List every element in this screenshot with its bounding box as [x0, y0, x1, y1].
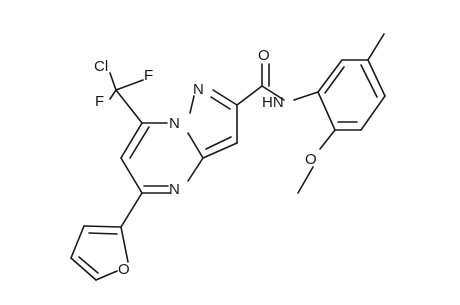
carboxamide-group — [236, 63, 319, 106]
bond-n-bridge-n2 — [189, 95, 195, 114]
bond-c-cl — [109, 72, 117, 91]
carbonyl-oxygen-label: O — [258, 47, 270, 64]
bond-c-c7 — [115, 89, 143, 124]
bond-carbonyl-nh — [261, 85, 285, 101]
furan-ring — [70, 192, 143, 281]
bond-c7-c6 — [120, 122, 143, 159]
bond-nh-aryl — [293, 91, 319, 101]
bond-c-f-upper — [115, 79, 144, 91]
bond-ar-o-methoxy — [319, 129, 336, 150]
fluorine-upper-label: F — [144, 67, 153, 84]
furan-oxygen-label: O — [118, 261, 130, 278]
pyrazole-nitrogen-label: N — [193, 81, 204, 98]
bond-n4-c3a — [187, 157, 204, 182]
bond-furan-c2-c3-double — [88, 232, 118, 235]
bond-c3a-n-bridge — [187, 132, 204, 159]
chlorodifluoromethyl-group — [109, 72, 144, 124]
methoxy-group — [297, 129, 336, 194]
bond-ar-1-double — [324, 66, 345, 94]
bond-furan-c2-c3 — [83, 225, 122, 228]
fluorine-left-label: F — [95, 93, 104, 110]
bond-c3-c3a — [202, 142, 238, 159]
amide-nh-label: HN — [262, 94, 284, 111]
bond-ar-methyl — [367, 33, 385, 61]
bond-ar-3-double — [360, 64, 378, 98]
bond-c2-carbonyl — [236, 85, 263, 106]
bond-n2-c2-double — [210, 96, 231, 110]
bond-furan-c4-c5-double — [78, 256, 99, 274]
bond-ar-1 — [317, 59, 343, 93]
bond-c-f-left — [109, 89, 117, 100]
bond-furan-c4-c5 — [70, 257, 97, 281]
pyrazole-ring — [189, 89, 238, 159]
benzene-ring — [317, 33, 386, 131]
bond-furan-c5-o — [95, 270, 118, 281]
bond-furan-c3-c4 — [70, 225, 85, 259]
bond-ar-3 — [367, 59, 386, 97]
chlorine-label: Cl — [94, 58, 108, 75]
pyrimidine-nitrogen-label: N — [169, 181, 180, 198]
bond-c3-c3a-double — [205, 136, 232, 150]
bridgehead-nitrogen-label: N — [169, 115, 180, 132]
pyrimidine-ring — [120, 122, 204, 194]
bond-furan-c2-o — [120, 226, 129, 263]
methoxy-oxygen-label: O — [305, 151, 317, 168]
bond-ar-4 — [360, 95, 386, 131]
bond-c5-furan — [120, 192, 143, 228]
bond-c7-c6-double — [129, 126, 150, 159]
bond-ar-6 — [317, 91, 336, 131]
bond-n2-c2 — [212, 89, 238, 106]
bond-o-methyl — [297, 166, 314, 194]
bond-c6-c5 — [120, 157, 143, 194]
